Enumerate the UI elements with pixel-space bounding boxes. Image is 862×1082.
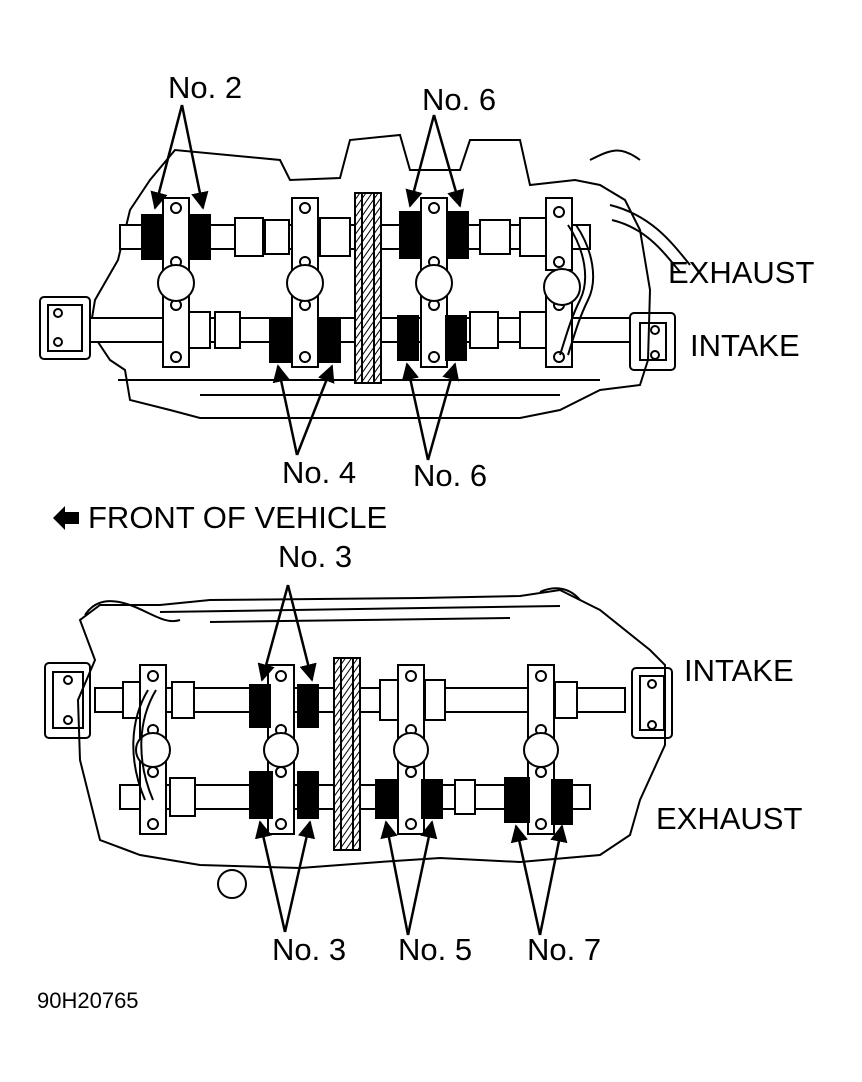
lower-spark-plug-holes (132, 689, 559, 801)
callout-no5: No. 5 (398, 932, 473, 967)
callout-no4: No. 4 (282, 455, 357, 490)
label-upper-exhaust: EXHAUST (668, 255, 815, 290)
label-lower-intake: INTAKE (684, 653, 794, 688)
upper-callout-arrows (150, 104, 465, 461)
lower-camshaft-gear (333, 657, 361, 851)
callout-no3-top: No. 3 (278, 539, 353, 574)
lower-callout-arrows (254, 584, 568, 936)
lower-cylinder-head (44, 587, 673, 899)
upper-camshaft-gear (354, 192, 382, 384)
front-of-vehicle-label: FRONT OF VEHICLE (88, 500, 388, 535)
callout-no2: No. 2 (168, 70, 243, 105)
upper-cylinder-head (39, 133, 691, 419)
label-lower-exhaust: EXHAUST (656, 801, 803, 836)
upper-spark-plug-holes (157, 224, 595, 356)
upper-intake-camshaft (89, 294, 631, 368)
callout-no3-bottom: No. 3 (272, 932, 347, 967)
left-arrow-icon (53, 505, 79, 530)
callout-no6-bottom: No. 6 (413, 458, 488, 493)
callout-no6-top: No. 6 (422, 82, 497, 117)
label-upper-intake: INTAKE (690, 328, 800, 363)
callout-no7: No. 7 (527, 932, 602, 967)
figure-id: 90H20765 (37, 988, 139, 1013)
front-of-vehicle-indicator: FRONT OF VEHICLE (52, 502, 387, 533)
